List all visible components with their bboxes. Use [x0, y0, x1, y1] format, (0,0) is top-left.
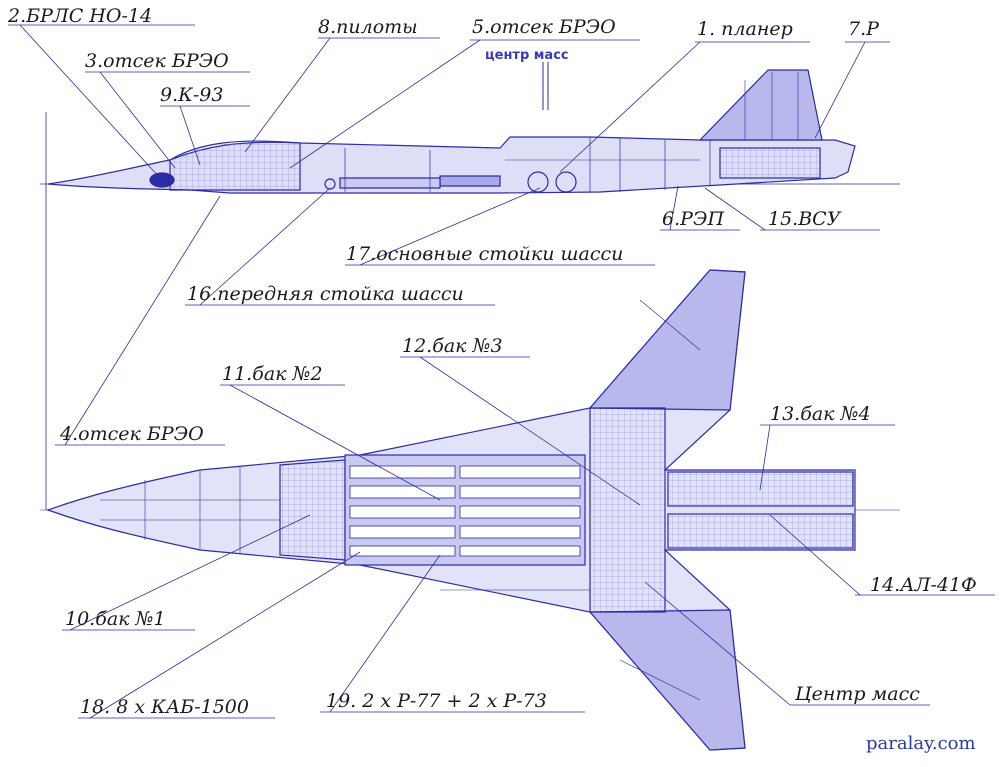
- label-center-of-mass: Центр масс: [795, 683, 920, 705]
- label-center-of-mass-top: центр масс: [485, 48, 569, 63]
- top-bombs: [349, 465, 581, 557]
- label-tank-2: 11.бак №2: [222, 363, 323, 385]
- label-k93: 9.К-93: [160, 84, 224, 106]
- top-tank-3: [589, 407, 666, 613]
- side-view: [40, 62, 900, 194]
- side-radar: [149, 172, 175, 188]
- top-view: [40, 112, 900, 751]
- label-engines: 14.АЛ-41Ф: [870, 574, 977, 596]
- label-avionics-bay-3: 3.отсек БРЭО: [85, 50, 229, 72]
- side-tail-fin: [698, 69, 823, 141]
- label-7: 7.Р: [848, 18, 879, 40]
- label-main-gear: 17.основные стойки шасси: [346, 243, 624, 265]
- label-tank-3: 12.бак №3: [402, 335, 503, 357]
- leader-lines: [8, 24, 995, 719]
- side-main-gear-left: [527, 171, 549, 193]
- label-avionics-bay-5: 5.отсек БРЭО: [472, 16, 616, 38]
- label-missiles: 19. 2 х Р-77 + 2 х Р-73: [326, 690, 547, 712]
- label-rep: 6.РЭП: [662, 208, 725, 230]
- label-avionics-bay-4: 4.отсек БРЭО: [60, 423, 204, 445]
- side-engine-area: [719, 147, 821, 179]
- label-tank-1: 10.бак №1: [65, 608, 166, 630]
- label-radar: 2.БРЛС НО-14: [8, 5, 153, 27]
- side-main-gear-right: [555, 171, 577, 193]
- side-nose-gear: [324, 178, 336, 190]
- watermark: paralay.com: [866, 733, 976, 754]
- label-nose-gear: 16.передняя стойка шасси: [187, 283, 464, 305]
- label-tank-4: 13.бак №4: [770, 403, 871, 425]
- side-cockpit-area: [169, 140, 301, 191]
- top-engine-right: [667, 513, 854, 549]
- label-bombs: 18. 8 х КАБ-1500: [80, 696, 249, 718]
- side-weapons-bay: [439, 175, 501, 187]
- top-tank-1: [279, 459, 346, 561]
- label-apu: 15.ВСУ: [768, 208, 841, 230]
- label-pilots: 8.пилоты: [318, 16, 418, 38]
- top-wing-upper: [588, 269, 746, 411]
- top-wing-lower: [588, 609, 746, 751]
- label-airframe: 1. планер: [697, 18, 793, 40]
